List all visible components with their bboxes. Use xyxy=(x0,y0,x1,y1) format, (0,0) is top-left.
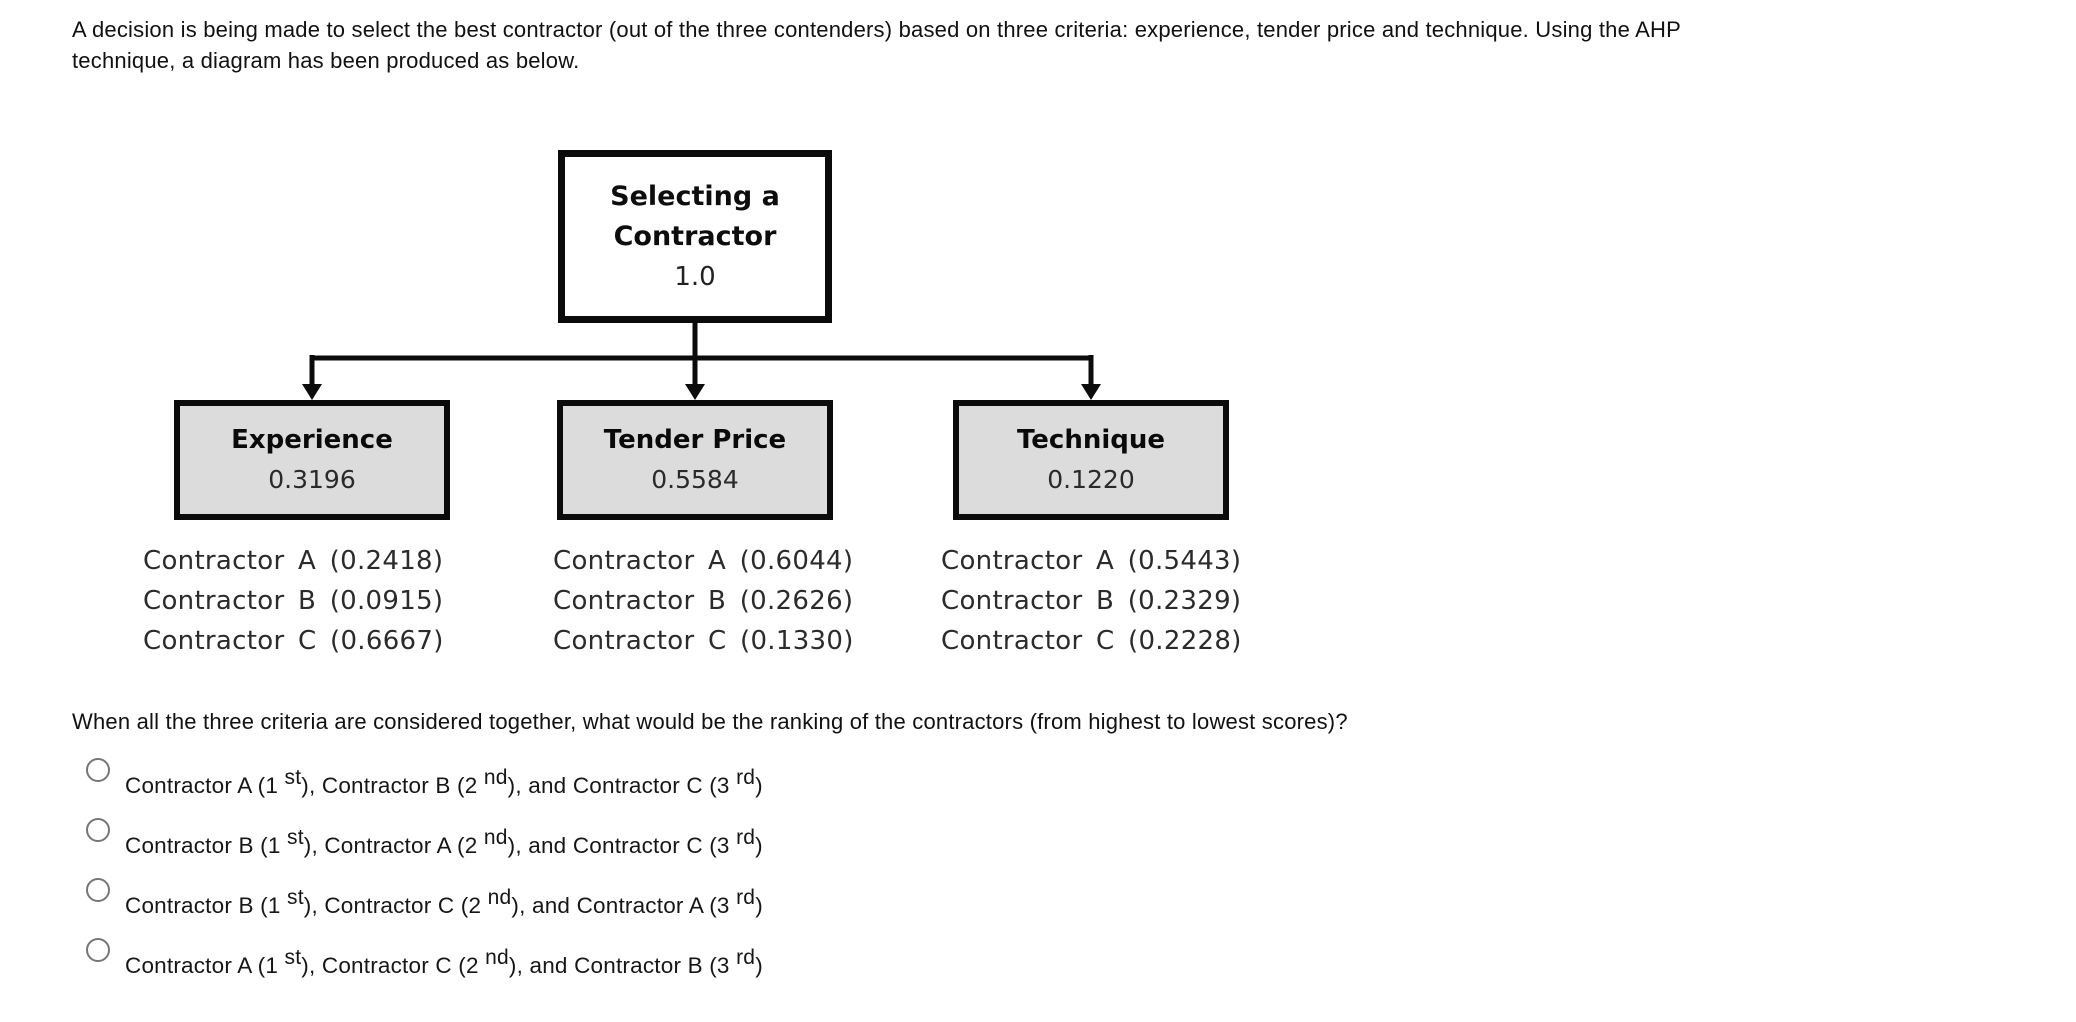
criterion-node-technique: Technique 0.1220 xyxy=(953,400,1229,520)
answer-option-2[interactable]: Contractor B (1 st), Contractor A (2 nd)… xyxy=(86,817,1086,867)
intro-line-1: A decision is being made to select the b… xyxy=(72,17,1681,42)
radio-button-option-4[interactable] xyxy=(86,938,110,962)
criterion-name: Technique xyxy=(1016,425,1165,455)
criterion-weight: 0.5584 xyxy=(651,465,739,494)
option-label-2: Contractor B (1 st), Contractor A (2 nd)… xyxy=(125,825,763,859)
intro-paragraph: A decision is being made to select the b… xyxy=(72,14,1681,76)
radio-button-option-2[interactable] xyxy=(86,818,110,842)
criterion-name: Tender Price xyxy=(603,425,787,455)
criterion-node-experience: Experience 0.3196 xyxy=(174,400,450,520)
alternatives-technique: Contractor A (0.5443) Contractor B (0.23… xyxy=(941,541,1242,661)
question-text: When all the three criteria are consider… xyxy=(72,709,1348,734)
goal-weight: 1.0 xyxy=(674,261,716,292)
alternative-score: Contractor B (0.2329) xyxy=(941,586,1242,616)
alternative-score: Contractor A (0.6044) xyxy=(553,546,854,576)
criterion-weight: 0.3196 xyxy=(268,465,356,494)
alternative-score: Contractor A (0.5443) xyxy=(941,546,1242,576)
goal-title-line-1: Selecting a xyxy=(610,180,780,212)
option-label-4: Contractor A (1 st), Contractor C (2 nd)… xyxy=(125,945,763,979)
intro-line-2: technique, a diagram has been produced a… xyxy=(72,48,580,73)
alternative-score: Contractor A (0.2418) xyxy=(143,546,444,576)
alternative-score: Contractor C (0.1330) xyxy=(553,626,854,656)
option-label-1: Contractor A (1 st), Contractor B (2 nd)… xyxy=(125,765,763,799)
radio-button-option-1[interactable] xyxy=(86,758,110,782)
goal-title-line-2: Contractor xyxy=(613,220,777,252)
alternative-score: Contractor B (0.2626) xyxy=(553,586,854,616)
answer-option-1[interactable]: Contractor A (1 st), Contractor B (2 nd)… xyxy=(86,757,1086,807)
answer-option-3[interactable]: Contractor B (1 st), Contractor C (2 nd)… xyxy=(86,877,1086,927)
alternative-score: Contractor C (0.6667) xyxy=(143,626,444,656)
alternatives-experience: Contractor A (0.2418) Contractor B (0.09… xyxy=(143,541,444,661)
option-label-3: Contractor B (1 st), Contractor C (2 nd)… xyxy=(125,885,763,919)
alternative-score: Contractor B (0.0915) xyxy=(143,586,444,616)
answer-option-4[interactable]: Contractor A (1 st), Contractor C (2 nd)… xyxy=(86,937,1086,987)
radio-button-option-3[interactable] xyxy=(86,878,110,902)
alternatives-tender-price: Contractor A (0.6044) Contractor B (0.26… xyxy=(553,541,854,661)
goal-node: Selecting a Contractor 1.0 xyxy=(558,150,832,323)
criterion-name: Experience xyxy=(231,425,393,455)
alternative-score: Contractor C (0.2228) xyxy=(941,626,1242,656)
criterion-weight: 0.1220 xyxy=(1047,465,1135,494)
criterion-node-tender-price: Tender Price 0.5584 xyxy=(557,400,833,520)
